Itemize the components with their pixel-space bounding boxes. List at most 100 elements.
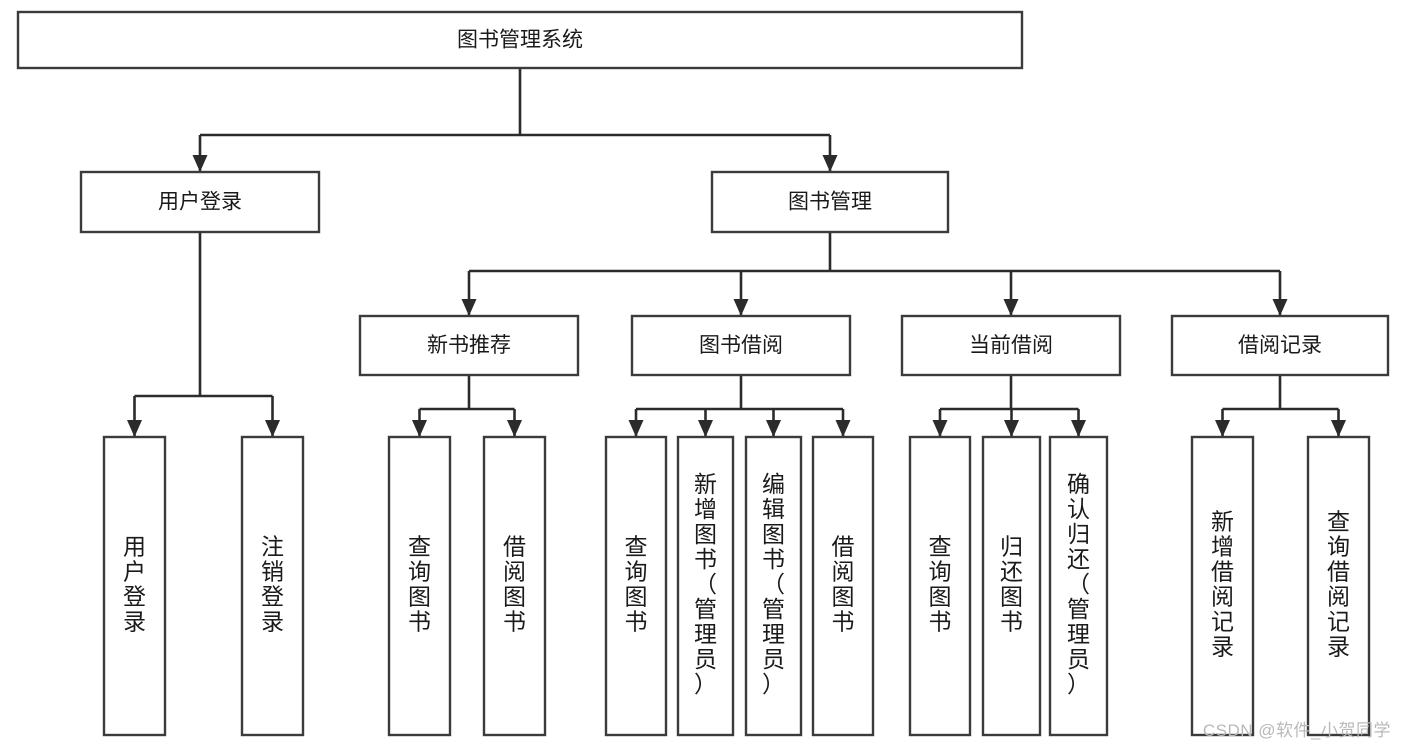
node-box-leaf-query-book-1 xyxy=(387,435,452,737)
node-book-borrow[interactable]: 图书借阅 xyxy=(630,314,852,377)
node-box-leaf-query-book-3 xyxy=(908,435,972,737)
node-user-login[interactable]: 用户登录 xyxy=(79,170,321,234)
svg-text:书: 书 xyxy=(503,609,526,635)
node-box-leaf-query-record xyxy=(1306,435,1371,737)
svg-text:书: 书 xyxy=(1000,609,1023,635)
node-label-root: 图书管理系统 xyxy=(457,29,583,52)
svg-text:）: ） xyxy=(694,671,717,697)
node-box-leaf-return-book xyxy=(981,435,1042,737)
svg-text:查: 查 xyxy=(408,534,431,560)
node-leaf-user-login[interactable]: 用户登录 xyxy=(102,435,167,737)
node-box-leaf-user-login xyxy=(102,435,167,737)
svg-text:销: 销 xyxy=(261,559,284,585)
node-box-new-book-rec xyxy=(358,314,580,377)
svg-text:注: 注 xyxy=(261,534,284,560)
node-book-manage[interactable]: 图书管理 xyxy=(710,170,950,234)
svg-text:阅: 阅 xyxy=(503,559,526,585)
svg-text:阅: 阅 xyxy=(832,559,855,585)
svg-text:还: 还 xyxy=(1067,546,1090,572)
arrow-head-icon xyxy=(507,420,522,437)
node-new-book-rec[interactable]: 新书推荐 xyxy=(358,314,580,377)
node-label-new-book-rec: 新书推荐 xyxy=(427,334,511,357)
svg-text:书: 书 xyxy=(929,609,952,635)
edge-group-user-login xyxy=(127,232,280,437)
svg-text:借: 借 xyxy=(1327,559,1350,585)
arrow-head-icon xyxy=(265,420,280,437)
arrow-head-icon xyxy=(733,299,749,316)
arrow-head-icon xyxy=(1004,420,1019,437)
node-box-borrow-record xyxy=(1170,314,1390,377)
svg-text:阅: 阅 xyxy=(1327,584,1350,610)
arrow-head-icon xyxy=(698,420,713,437)
svg-text:借: 借 xyxy=(1211,559,1234,585)
svg-text:查: 查 xyxy=(625,534,648,560)
node-box-leaf-borrow-book-2 xyxy=(811,435,875,737)
arrow-head-icon xyxy=(1003,299,1019,316)
node-box-leaf-query-book-2 xyxy=(604,435,668,737)
svg-text:（: （ xyxy=(762,571,785,597)
svg-text:登: 登 xyxy=(261,584,284,610)
svg-text:用: 用 xyxy=(123,534,146,560)
svg-text:图: 图 xyxy=(1000,584,1023,610)
svg-text:新: 新 xyxy=(694,471,717,497)
node-current-borrow[interactable]: 当前借阅 xyxy=(900,314,1122,377)
arrow-head-icon xyxy=(932,420,948,437)
svg-text:增: 增 xyxy=(1211,534,1234,560)
arrow-head-icon xyxy=(835,420,851,437)
svg-text:图: 图 xyxy=(408,584,431,610)
svg-text:理: 理 xyxy=(1067,621,1090,647)
svg-text:录: 录 xyxy=(123,609,146,635)
svg-text:询: 询 xyxy=(408,559,431,585)
node-box-book-borrow xyxy=(630,314,852,377)
node-box-leaf-confirm-return xyxy=(1048,435,1109,737)
svg-text:录: 录 xyxy=(1211,634,1234,660)
svg-text:）: ） xyxy=(762,671,785,697)
svg-text:辑: 辑 xyxy=(762,496,785,522)
svg-text:增: 增 xyxy=(694,496,717,522)
svg-text:书: 书 xyxy=(408,609,431,635)
svg-text:图: 图 xyxy=(625,584,648,610)
svg-text:员: 员 xyxy=(762,646,785,672)
edge-group-book-manage xyxy=(461,232,1288,316)
svg-text:图: 图 xyxy=(929,584,952,610)
svg-text:编: 编 xyxy=(762,471,785,497)
svg-text:图: 图 xyxy=(762,521,785,547)
svg-text:（: （ xyxy=(694,571,717,597)
svg-text:询: 询 xyxy=(625,559,648,585)
node-label-user-login: 用户登录 xyxy=(158,191,242,214)
node-root[interactable]: 图书管理系统 xyxy=(16,10,1024,70)
svg-text:录: 录 xyxy=(261,609,284,635)
svg-text:）: ） xyxy=(1067,671,1090,697)
svg-text:管: 管 xyxy=(762,596,785,622)
node-box-leaf-borrow-book-1 xyxy=(482,435,547,737)
node-borrow-record[interactable]: 借阅记录 xyxy=(1170,314,1390,377)
svg-text:书: 书 xyxy=(832,609,855,635)
svg-text:登: 登 xyxy=(123,584,146,610)
svg-text:借: 借 xyxy=(503,534,526,560)
arrow-head-icon xyxy=(822,155,838,172)
node-label-borrow-record: 借阅记录 xyxy=(1238,334,1322,357)
arrow-head-icon xyxy=(461,299,477,316)
svg-text:图: 图 xyxy=(694,521,717,547)
